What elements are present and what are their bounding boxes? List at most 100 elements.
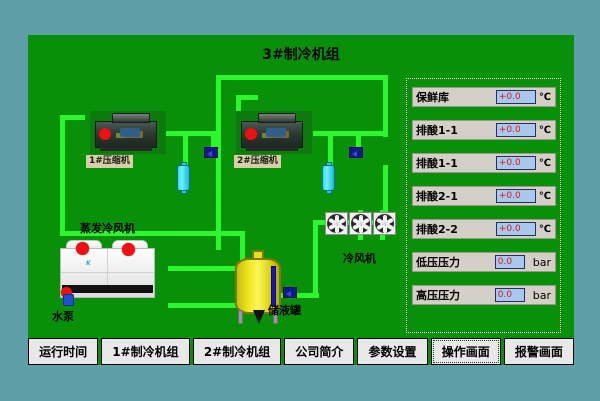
readout-row-label: 保鲜库 — [416, 91, 449, 104]
readout-row-unit: bar — [532, 288, 551, 302]
nav-button[interactable]: 报警画面 — [503, 338, 574, 365]
readout-row-label: 高压压力 — [416, 289, 460, 302]
pipe-tank-out — [281, 293, 319, 298]
readout-row-unit: ℃ — [538, 190, 551, 202]
page-title: 3#制冷机组 — [262, 47, 340, 63]
receiver-tank-legs — [238, 310, 278, 324]
evaporative-cooler-fan2-lamp — [122, 243, 135, 256]
compressor-1-label: 1#压缩机 — [86, 155, 133, 168]
fan-hub-icon — [334, 221, 339, 226]
evaporative-cooler-brand: K — [86, 260, 91, 267]
compressor-2-status-lamp — [245, 128, 257, 140]
nav-button[interactable]: 运行时间 — [28, 338, 99, 365]
pipe-comp1-suction — [60, 115, 85, 120]
condenser-fan-2[interactable] — [349, 212, 372, 235]
nav-button[interactable]: 参数设置 — [357, 338, 428, 365]
compressor-2-base — [246, 147, 298, 151]
nav-button[interactable]: 操作画面 — [430, 338, 501, 365]
process-mimic-panel: 3#制冷机组 — [28, 35, 574, 365]
compressor-2[interactable] — [236, 111, 312, 154]
water-pump[interactable] — [63, 294, 74, 306]
evaporative-cooler-base-band — [62, 285, 153, 293]
readout-row-unit: bar — [532, 255, 551, 269]
compressor-2-oil-separator — [322, 162, 335, 194]
readout-row-unit: ℃ — [538, 124, 551, 136]
readout-row-unit: ℃ — [538, 91, 551, 103]
compressor-1-motor-detail — [120, 128, 140, 137]
pipe-comp2-discharge — [313, 131, 388, 136]
readout-row-label: 排酸2-1 — [416, 190, 458, 203]
fan-blade-icon — [358, 214, 363, 224]
compressor-1-head — [112, 113, 150, 123]
readout-row-unit: ℃ — [538, 223, 551, 235]
condenser-fan-2-disc — [351, 214, 370, 233]
pipe-comp2-suction — [236, 95, 258, 100]
readout-row: 高压压力 0.0 bar — [412, 285, 556, 305]
pipe-comp2-valve-run — [356, 131, 361, 153]
compressor-1-base — [100, 147, 152, 151]
compressor-1[interactable] — [90, 111, 166, 154]
receiver-tank-label: 储液罐 — [268, 304, 301, 317]
compressor-2-label: 2#压缩机 — [234, 155, 281, 168]
water-pump-status-lamp — [61, 287, 72, 298]
fan-blade-icon — [382, 214, 387, 224]
readout-row: 排酸2-2 +0.0℃ — [412, 219, 556, 239]
evaporative-cooler-fan1-lamp — [76, 242, 89, 255]
compressor-2-motor-detail — [266, 128, 286, 137]
pipe-left-riser — [60, 115, 65, 236]
readout-row-label: 低压压力 — [416, 256, 460, 269]
readout-row: 低压压力 0.0 bar — [412, 252, 556, 272]
condenser-fan-bank[interactable] — [325, 212, 396, 235]
readout-row-value[interactable]: 0.0 — [494, 255, 525, 269]
receiver-tank-outlet-valve[interactable] — [283, 287, 297, 298]
nav-button[interactable]: 公司简介 — [284, 338, 355, 365]
pipe-top-header-left-drop — [216, 75, 221, 250]
readout-row-label: 排酸2-2 — [416, 223, 458, 236]
readout-row-value[interactable]: 0.0 — [494, 288, 525, 302]
fan-hub-icon — [382, 221, 387, 226]
pipe-comp2-to-cyl — [328, 131, 333, 166]
readout-row: 保鲜库 +0.0℃ — [412, 87, 556, 107]
pipe-fan-riser — [313, 220, 318, 295]
water-pump-label: 水泵 — [52, 310, 74, 323]
evaporative-cooler[interactable]: K — [60, 238, 155, 298]
readout-row-value[interactable]: +0.0 — [495, 123, 536, 137]
compressor-1-oil-separator — [177, 162, 190, 194]
fan-blade-icon — [334, 214, 339, 224]
fan-hub-icon — [358, 221, 363, 226]
pipe-tank-to-evap-upper — [168, 266, 248, 271]
receiver-tank-outlet-cone — [253, 310, 265, 324]
condenser-fan-3[interactable] — [373, 212, 396, 235]
nav-button[interactable]: 1#制冷机组 — [101, 338, 190, 365]
pipe-right-down — [383, 165, 388, 225]
readout-row-label: 排酸1-1 — [416, 157, 458, 170]
readout-row: 排酸2-1 +0.0℃ — [412, 186, 556, 206]
readout-row-value[interactable]: +0.0 — [495, 222, 536, 236]
condenser-fans-label: 冷风机 — [343, 252, 376, 265]
pipe-comp1-discharge — [166, 131, 216, 136]
compressor-2-discharge-valve[interactable] — [349, 147, 363, 158]
readout-row-value[interactable]: +0.0 — [495, 90, 536, 104]
compressor-2-head — [258, 113, 296, 123]
readout-row-value[interactable]: +0.0 — [495, 156, 536, 170]
evaporative-cooler-seam-v — [107, 249, 108, 293]
condenser-fan-3-disc — [375, 214, 394, 233]
condenser-fan-1[interactable] — [325, 212, 348, 235]
receiver-tank[interactable] — [235, 250, 281, 324]
pipe-tank-to-evap-lower — [168, 303, 258, 308]
readout-row-label: 排酸1-1 — [416, 124, 458, 137]
compressor-1-discharge-valve[interactable] — [204, 147, 218, 158]
evaporative-cooler-label: 蒸发冷风机 — [80, 222, 135, 235]
pipe-comp1-valve-run — [211, 131, 216, 153]
readout-row-value[interactable]: +0.0 — [495, 189, 536, 203]
nav-button[interactable]: 2#制冷机组 — [192, 338, 282, 365]
pipe-comp1-to-cyl — [183, 131, 188, 166]
pipe-top-header-right-drop — [383, 75, 388, 137]
compressor-1-status-lamp — [99, 128, 111, 140]
receiver-tank-leg-left — [238, 310, 243, 324]
readout-row-unit: ℃ — [538, 157, 551, 169]
pipe-top-header — [216, 75, 388, 80]
